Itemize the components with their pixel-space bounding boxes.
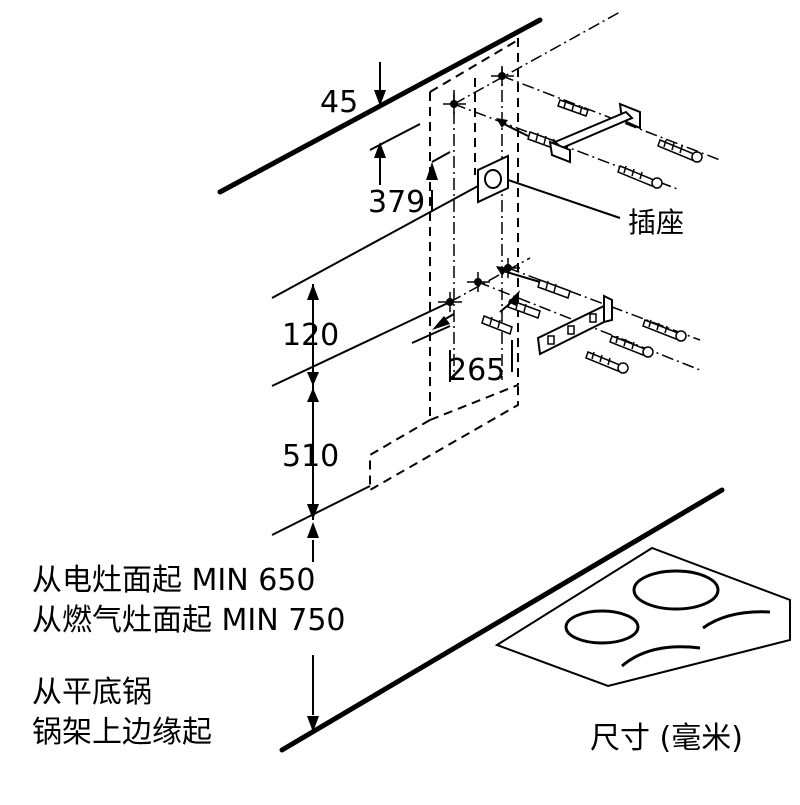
burner-back-right-icon: [702, 610, 771, 630]
socket-label: 插座: [628, 206, 684, 239]
dim-265-label: 265: [448, 353, 505, 388]
lower-plug-pointer: [499, 269, 541, 283]
lower-screw-3: [585, 351, 629, 374]
upper-screw-1: [657, 139, 703, 163]
min-gas-label: 从燃气灶面起 MIN 750: [32, 603, 346, 638]
burner-front-left-icon: [564, 609, 640, 645]
lower-plug-1: [537, 279, 571, 299]
dim-45-label: 45: [320, 85, 358, 120]
dim-45-arrow: [374, 62, 386, 106]
min-electric-label: 从电灶面起 MIN 650: [32, 563, 316, 598]
upper-screw-2: [617, 165, 663, 189]
upper-hole-guide: [453, 11, 621, 105]
lower-wall-bracket: [536, 294, 613, 356]
hood-bottom-reference: [271, 485, 371, 536]
lower-vertical-arrow: [307, 655, 319, 732]
dim-120-label: 120: [282, 318, 339, 353]
hood-top-edge: [429, 39, 519, 93]
lower-hole-guide: [449, 257, 531, 303]
hood-bottom-edge: [369, 385, 519, 492]
upper-bracket-reference: [271, 185, 479, 299]
dim-265-marks: [432, 290, 520, 382]
from-pan-label-line2: 锅架上边缘起: [32, 715, 212, 750]
dim-510-label: 510: [282, 439, 339, 474]
lower-plug-3: [481, 315, 513, 335]
upper-plug-1: [557, 99, 589, 117]
vertical-dimension-line: [307, 284, 319, 562]
burner-front-right-icon: [621, 645, 701, 668]
lower-plug-arrowhead: [496, 266, 508, 276]
dim-379-label: 379: [368, 185, 425, 220]
upper-wall-bracket: [548, 102, 641, 164]
from-pan-label-line1: 从平底锅: [32, 675, 152, 710]
lower-bracket-reference-tick: [411, 325, 451, 344]
burner-back-left-icon: [632, 569, 720, 611]
hob-surface-line: [279, 487, 725, 753]
cooktop: [494, 546, 791, 688]
hood-bottom-inner: [429, 384, 519, 421]
lower-screw-1: [642, 319, 687, 342]
lower-bracket-axis-2: [507, 267, 701, 341]
lower-screw-2: [609, 335, 654, 358]
upper-plug-arrowhead: [496, 118, 508, 128]
units-label: 尺寸 (毫米): [590, 721, 743, 756]
socket-icon: [477, 154, 509, 204]
dim-379-marks: [369, 123, 451, 212]
socket-leader-line: [507, 179, 621, 219]
lower-bracket-reference: [271, 301, 451, 387]
